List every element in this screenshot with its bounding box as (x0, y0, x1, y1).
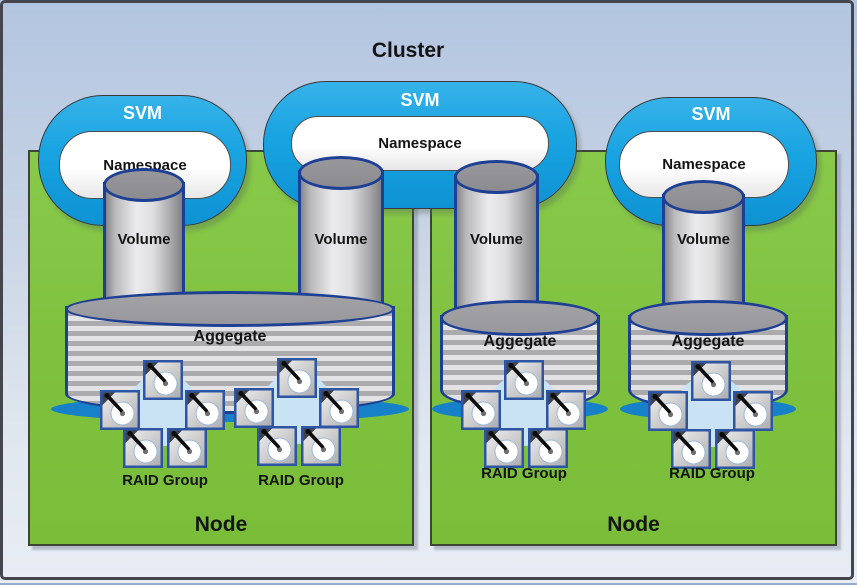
cylinder-top (662, 180, 745, 214)
disk-icon (167, 428, 207, 468)
raid-group-3 (454, 354, 594, 474)
aggregate-top (440, 300, 600, 336)
svm-label: SVM (122, 103, 162, 123)
disk-icon (185, 390, 225, 430)
disk-icon (461, 390, 501, 430)
disk-icon (123, 428, 163, 468)
raid-group-label: RAID Group (122, 472, 208, 489)
aggregate-label: Aggegate (193, 328, 267, 345)
bottom-edge (0, 583, 857, 585)
volume-label: Volume (117, 231, 171, 248)
volume-label: Volume (469, 231, 524, 248)
disk-icon (733, 391, 773, 431)
cluster-title: Cluster (371, 39, 445, 62)
disk-icon (257, 426, 297, 466)
aggregate-label: Aggegate (483, 333, 557, 350)
namespace-label: Namespace (378, 135, 462, 152)
raid-group-label: RAID Group (258, 472, 344, 489)
disk-icon (715, 429, 755, 469)
svm-label: SVM (400, 90, 440, 110)
raid-group-label: RAID Group (481, 465, 567, 482)
disk-icon (277, 358, 317, 398)
raid-group-1 (93, 354, 233, 474)
aggregate-top (628, 300, 788, 336)
disk-icon (301, 426, 341, 466)
namespace-label: Namespace (662, 156, 746, 173)
raid-group-label: RAID Group (669, 465, 755, 482)
cylinder-top (103, 168, 185, 202)
aggregate-top (65, 291, 395, 327)
disk-icon (100, 390, 140, 430)
volume-cylinder-3: Volume (454, 160, 539, 320)
disk-icon (143, 360, 183, 400)
disk-icon (546, 390, 586, 430)
disk-icon (691, 361, 731, 401)
svm-label: SVM (691, 104, 731, 124)
disk-icon (484, 428, 524, 468)
volume-label: Volume (676, 231, 731, 248)
raid-group-4 (641, 355, 781, 475)
disk-icon (528, 428, 568, 468)
disk-icon (504, 360, 544, 400)
disk-icon (319, 388, 359, 428)
disk-icon (671, 429, 711, 469)
node-label: Node (194, 513, 248, 536)
volume-label: Volume (314, 231, 368, 248)
raid-group-2 (227, 352, 367, 472)
cylinder-top (454, 160, 539, 194)
node-label: Node (607, 513, 660, 536)
cylinder-top (298, 156, 384, 190)
disk-icon (234, 388, 274, 428)
aggregate-label: Aggegate (671, 333, 745, 350)
disk-icon (648, 391, 688, 431)
